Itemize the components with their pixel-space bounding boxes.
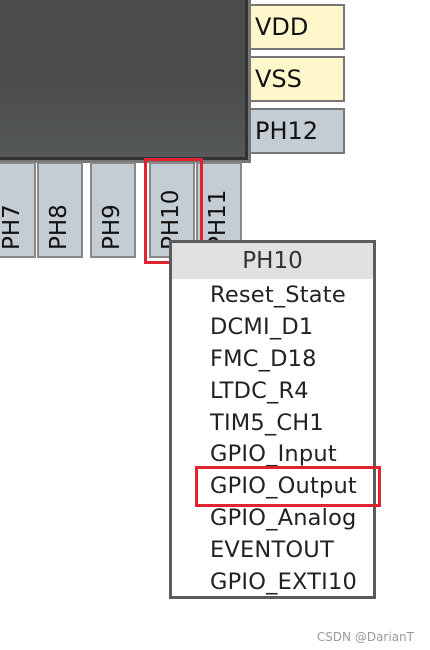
mcu-chip-body xyxy=(0,0,248,160)
pin-label: PH12 xyxy=(255,117,319,145)
menu-item-highlight-box xyxy=(195,466,381,507)
pin-label: VDD xyxy=(255,13,309,41)
menu-item-gpio-exti10[interactable]: GPIO_EXTI10 xyxy=(210,568,358,595)
pin-ph12[interactable]: PH12 xyxy=(249,108,345,154)
chip-body-shade xyxy=(0,87,245,157)
menu-item-dcmi-d1[interactable]: DCMI_D1 xyxy=(210,313,314,340)
pin-ph7[interactable]: PH7 xyxy=(0,162,36,258)
watermark: CSDN @DarianT xyxy=(316,630,414,644)
menu-item-gpio-output[interactable]: GPIO_Output xyxy=(210,473,357,500)
menu-title: PH10 xyxy=(172,243,373,279)
pin-label: PH9 xyxy=(99,204,125,250)
pin-label: PH7 xyxy=(0,204,25,250)
pin-ph8[interactable]: PH8 xyxy=(37,162,83,258)
menu-item-ltdc-r4[interactable]: LTDC_R4 xyxy=(210,377,309,404)
menu-item-eventout[interactable]: EVENTOUT xyxy=(210,537,334,564)
pin-ph9[interactable]: PH9 xyxy=(90,162,136,258)
pin-label: VSS xyxy=(255,65,302,93)
menu-item-gpio-analog[interactable]: GPIO_Analog xyxy=(210,505,357,532)
menu-item-gpio-input[interactable]: GPIO_Input xyxy=(210,441,337,468)
pin-function-menu: PH10 Reset_State DCMI_D1 FMC_D18 LTDC_R4… xyxy=(169,240,376,599)
menu-item-fmc-d18[interactable]: FMC_D18 xyxy=(210,345,317,372)
pin-label: PH8 xyxy=(46,204,72,250)
pin-vdd[interactable]: VDD xyxy=(249,4,345,50)
pin-vss[interactable]: VSS xyxy=(249,56,345,102)
menu-item-reset-state[interactable]: Reset_State xyxy=(210,281,346,308)
menu-item-tim5-ch1[interactable]: TIM5_CH1 xyxy=(210,409,324,436)
